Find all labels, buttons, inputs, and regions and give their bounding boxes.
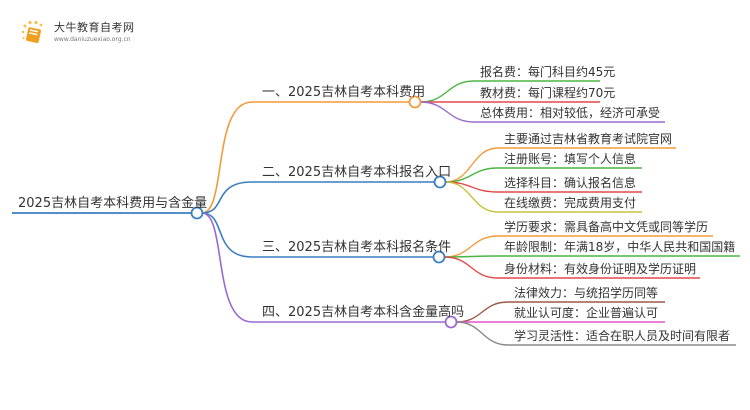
leaf-connector-2-2 bbox=[445, 167, 499, 183]
leaf-node-1-1[interactable]: 报名费：每门科目约45元 bbox=[480, 65, 616, 79]
leaf-connector-4-1 bbox=[456, 301, 509, 323]
branch-node-3[interactable]: 三、2025吉林自考本科报名条件 bbox=[262, 240, 452, 255]
leaf-connector-3-1 bbox=[444, 235, 499, 258]
leaf-connector-2-4 bbox=[445, 181, 499, 213]
leaf-node-2-3[interactable]: 选择科目：确认报名信息 bbox=[504, 176, 637, 190]
branch-connector-2 bbox=[201, 181, 253, 214]
leaf-connector-1-1 bbox=[420, 80, 475, 103]
leaf-node-3-2[interactable]: 年龄限制：年满18岁，中华人民共和国国籍 bbox=[504, 240, 736, 254]
leaf-node-2-4[interactable]: 在线缴费：完成费用支付 bbox=[504, 196, 637, 210]
leaf-node-4-3[interactable]: 学习灵活性：适合在职人员及时间有限者 bbox=[514, 329, 731, 343]
leaf-node-3-3[interactable]: 身份材料：有效身份证明及学历证明 bbox=[504, 262, 697, 276]
leaf-node-2-2[interactable]: 注册账号：填写个人信息 bbox=[504, 152, 637, 166]
branch-node-1[interactable]: 一、2025吉林自考本科费用 bbox=[262, 85, 426, 100]
leaf-connector-4-3 bbox=[456, 321, 509, 346]
logo-url: www.daniuzuexiao.org.cn bbox=[54, 36, 131, 43]
root-toggle[interactable] bbox=[190, 206, 204, 220]
leaf-connector-2-1 bbox=[445, 147, 499, 183]
branch-toggle-1[interactable] bbox=[408, 95, 422, 109]
branch-node-2[interactable]: 二、2025吉林自考本科报名入口 bbox=[262, 165, 452, 180]
book-sun-icon bbox=[21, 20, 43, 43]
branch-toggle-4[interactable] bbox=[444, 315, 458, 329]
leaf-node-1-3[interactable]: 总体费用：相对较低，经济可承受 bbox=[480, 106, 661, 120]
branch-connector-4 bbox=[201, 212, 253, 323]
logo-title: 大牛教育自考网 bbox=[54, 21, 135, 34]
leaf-node-1-2[interactable]: 教材费：每门课程约70元 bbox=[480, 86, 616, 100]
branch-connector-1 bbox=[201, 101, 253, 214]
leaf-node-3-1[interactable]: 学历要求：需具备高中文凭或同等学历 bbox=[504, 220, 709, 234]
leaf-node-4-2[interactable]: 就业认可度：企业普遍认可 bbox=[514, 306, 659, 320]
branch-connector-3 bbox=[201, 212, 253, 258]
leaf-connector-1-3 bbox=[420, 101, 475, 123]
leaf-node-4-1[interactable]: 法律效力：与统招学历同等 bbox=[514, 286, 659, 300]
leaf-connector-3-3 bbox=[444, 256, 499, 279]
site-logo: 大牛教育自考网 www.daniuzuexiao.org.cn bbox=[20, 18, 180, 48]
leaf-node-2-1[interactable]: 主要通过吉林省教育考试院官网 bbox=[504, 132, 673, 146]
branch-toggle-3[interactable] bbox=[432, 250, 446, 264]
branch-node-4[interactable]: 四、2025吉林自考本科含金量高吗 bbox=[262, 305, 465, 320]
root-node[interactable]: 2025吉林自考本科费用与含金量 bbox=[18, 196, 208, 211]
branch-toggle-2[interactable] bbox=[433, 175, 447, 189]
